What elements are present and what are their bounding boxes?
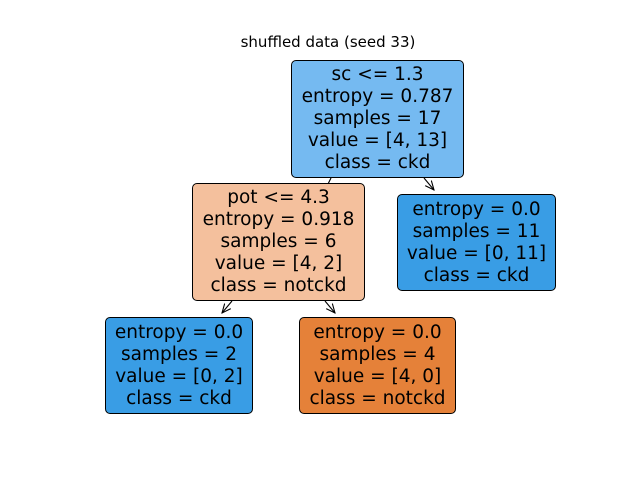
node-entropy: entropy = 0.0	[412, 198, 541, 220]
node-entropy: entropy = 0.787	[301, 86, 454, 107]
node-class: class = ckd	[423, 264, 530, 286]
tree-node-left: pot <= 4.3 entropy = 0.918 samples = 6 v…	[192, 183, 365, 301]
node-samples: samples = 4	[319, 343, 436, 365]
node-class: class = notckd	[210, 275, 347, 296]
node-samples: samples = 11	[412, 220, 541, 242]
tree-node-left-right: entropy = 0.0 samples = 4 value = [4, 0]…	[299, 317, 456, 414]
node-value: value = [4, 13]	[307, 130, 448, 151]
node-value: value = [4, 0]	[313, 365, 442, 387]
tree-node-right: entropy = 0.0 samples = 11 value = [0, 1…	[397, 194, 556, 291]
node-split-rule: pot <= 4.3	[227, 187, 330, 208]
node-entropy: entropy = 0.918	[202, 209, 355, 230]
node-samples: samples = 17	[313, 108, 442, 129]
node-entropy: entropy = 0.0	[313, 321, 442, 343]
node-value: value = [0, 11]	[406, 242, 547, 264]
edge-left-to-left-left	[222, 300, 233, 313]
node-split-rule: sc <= 1.3	[331, 64, 424, 85]
edge-root-to-right	[423, 177, 434, 190]
node-value: value = [4, 2]	[214, 253, 343, 274]
tree-node-root: sc <= 1.3 entropy = 0.787 samples = 17 v…	[291, 60, 464, 178]
node-class: class = notckd	[309, 387, 446, 409]
node-value: value = [0, 2]	[115, 365, 243, 387]
node-class: class = ckd	[126, 387, 232, 409]
node-entropy: entropy = 0.0	[114, 321, 244, 343]
node-samples: samples = 6	[220, 231, 337, 252]
tree-node-left-left: entropy = 0.0 samples = 2 value = [0, 2]…	[105, 317, 253, 414]
node-samples: samples = 2	[121, 343, 237, 365]
figure-title: shuffled data (seed 33)	[240, 33, 416, 51]
edge-left-to-left-right	[324, 300, 335, 313]
node-class: class = ckd	[324, 152, 431, 173]
